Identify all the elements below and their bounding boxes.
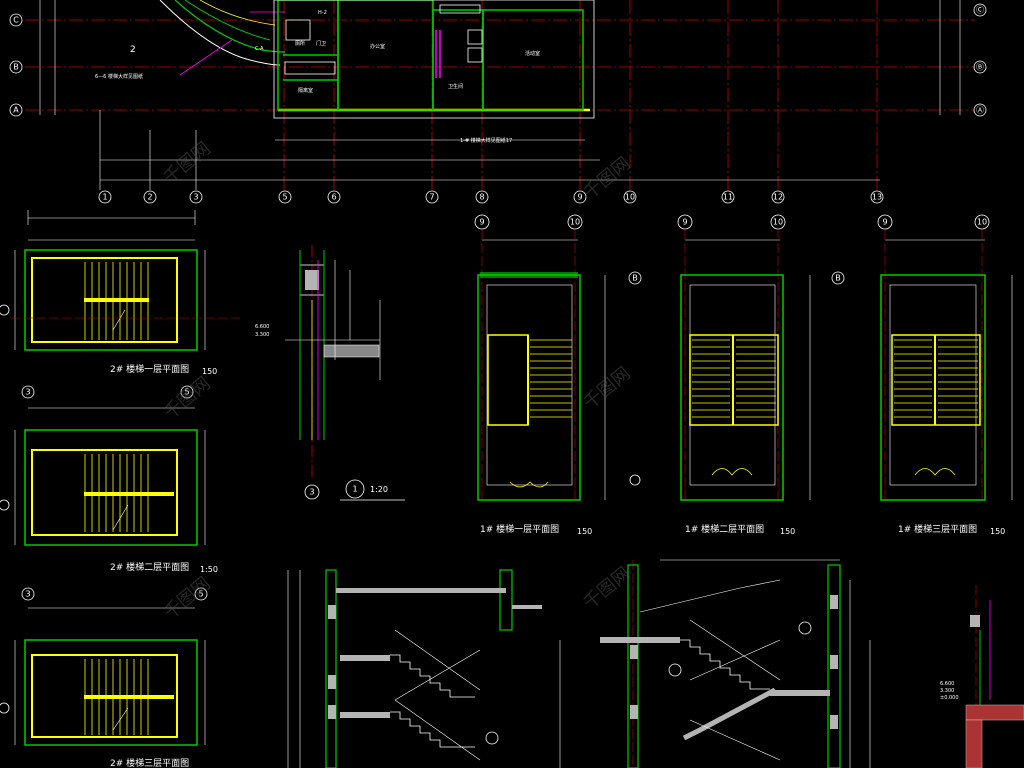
- plan-room-office: 办公室: [370, 43, 385, 50]
- axis-col-1: 1: [102, 193, 107, 202]
- axis-col-9: 9: [577, 193, 582, 202]
- detail-level-3300: 3.300: [255, 332, 269, 338]
- plan-room-guard: 门卫: [316, 40, 326, 47]
- watermark-4: 千图网: [580, 363, 635, 414]
- watermark-6: 千图网: [580, 563, 635, 614]
- left-side-markers: [0, 304, 10, 714]
- axis-col-10: 10: [625, 193, 635, 202]
- stair1-plan-2: 9 10 B 1# 楼梯二层平面图 150: [677, 214, 845, 536]
- stair2-plan2-axis-3: 3: [25, 388, 30, 397]
- watermark-group: 千图网 千图网 千图网 千图网 千图网 千图网: [160, 138, 635, 624]
- axis-col-8: 8: [479, 193, 484, 202]
- axis-bubbles-bottom: 1 2 3 5 6 7 8 9 10 11 12 13: [98, 190, 884, 204]
- section-mark-h2: H-2: [318, 10, 327, 16]
- watermark-1: 千图网: [160, 138, 215, 189]
- right-level-3300: 3.300: [940, 688, 954, 694]
- plan-note-stair1: 1-# 楼梯大样见图纸17: [460, 137, 512, 144]
- stair1-plan2-scale: 150: [780, 527, 795, 536]
- stair1-plan1-axis-10: 10: [570, 218, 580, 227]
- stair2-plan2-scale: 1:50: [200, 565, 218, 574]
- axis-col-13: 13: [872, 193, 882, 202]
- axis-label-a-right: Ⓐ: [976, 106, 984, 115]
- axis-col-7: 7: [429, 193, 434, 202]
- stair2-plan2-title: 2# 楼梯二层平面图: [110, 561, 189, 573]
- stair1-plan2-axis-b: B: [835, 274, 841, 283]
- stair2-plan-3: 3 5 2# 楼梯三层平面图: [14, 587, 208, 768]
- stair2-section: [287, 569, 561, 768]
- plan-room-2: 2: [130, 45, 136, 55]
- axis-bubbles-right: Ⓒ Ⓑ Ⓐ: [973, 3, 987, 117]
- axis-label-c-right: Ⓒ: [976, 6, 984, 15]
- stair1-plan3-axis-10: 10: [977, 218, 987, 227]
- axis-col-11: 11: [723, 193, 733, 202]
- axis-col-5: 5: [282, 193, 287, 202]
- detail-1-section: 3 6.600 3.300 1 1:20: [255, 245, 405, 501]
- stair1-plan1-scale: 150: [577, 527, 592, 536]
- axis-col-6: 6: [331, 193, 336, 202]
- detail-level-6600: 6.600: [255, 324, 269, 330]
- right-level-6600: 6.600: [940, 681, 954, 687]
- stair2-plan1-scale: 150: [202, 367, 217, 376]
- plan-room-activity: 活动室: [525, 50, 540, 57]
- stair1-plan1-title: 1# 楼梯一层平面图: [480, 523, 559, 535]
- detail-scale: 1:20: [370, 485, 388, 494]
- stair1-plan3-axis-9: 9: [882, 218, 887, 227]
- axis-label-b-left: B: [13, 63, 19, 72]
- stair1-plan1-axis-b: B: [632, 274, 638, 283]
- stair2-plan2-axis-5: 5: [184, 388, 189, 397]
- stair2-plan3-axis-3: 3: [25, 590, 30, 599]
- section-mark-ca: C-A: [255, 46, 264, 52]
- stair1-plan1-axis-9: 9: [479, 218, 484, 227]
- stair1-plan3-scale: 150: [990, 527, 1005, 536]
- axis-col-3: 3: [193, 193, 198, 202]
- axis-label-b-right: Ⓑ: [976, 63, 984, 72]
- stair1-plan2-axis-9: 9: [682, 218, 687, 227]
- axis-col-12: 12: [773, 193, 783, 202]
- stair1-plan-3: 9 10 1# 楼梯三层平面图 150: [877, 214, 1013, 536]
- stair1-plan2-axis-10: 10: [773, 218, 783, 227]
- plan-room-toilet: 厕所: [295, 40, 305, 47]
- watermark-5: 千图网: [160, 573, 215, 624]
- stair2-plan3-title: 2# 楼梯三层平面图: [110, 757, 189, 768]
- stair1-section: [600, 559, 871, 768]
- detail-label-1: 1: [352, 485, 357, 494]
- detail-axis-3: 3: [309, 488, 314, 497]
- top-floor-plan: 2 厕所 门卫 办公室 隔离室 卫生间 活动室 6—6 楼梯大样见图纸 1-# …: [25, 0, 975, 190]
- stair2-plan1-title: 2# 楼梯一层平面图: [110, 363, 189, 375]
- plan-room-washroom: 卫生间: [448, 83, 463, 90]
- plan-note-stair6: 6—6 楼梯大样见图纸: [95, 73, 143, 80]
- axis-col-2: 2: [147, 193, 152, 202]
- watermark-3: 千图网: [160, 373, 215, 424]
- right-level-0000: ±0.000: [940, 695, 959, 701]
- axis-label-a-left: A: [13, 106, 19, 115]
- right-edge-detail: 6.600 3.300 ±0.000: [940, 585, 1024, 768]
- stair2-plan-2: 3 5 2# 楼梯二层平面图 1:50: [14, 385, 218, 574]
- stair1-plan2-title: 1# 楼梯二层平面图: [685, 523, 764, 535]
- axis-bubbles-left: C B A: [9, 13, 23, 117]
- axis-label-c-left: C: [13, 16, 19, 25]
- stair2-plan-1: 2# 楼梯一层平面图 150: [10, 210, 240, 376]
- stair1-plan3-title: 1# 楼梯三层平面图: [898, 523, 977, 535]
- stair1-plan-1: 9 10 B 1# 楼梯一层平面图 150: [474, 214, 642, 536]
- stair2-plan3-axis-5: 5: [198, 590, 203, 599]
- plan-room-isolation: 隔离室: [298, 87, 313, 94]
